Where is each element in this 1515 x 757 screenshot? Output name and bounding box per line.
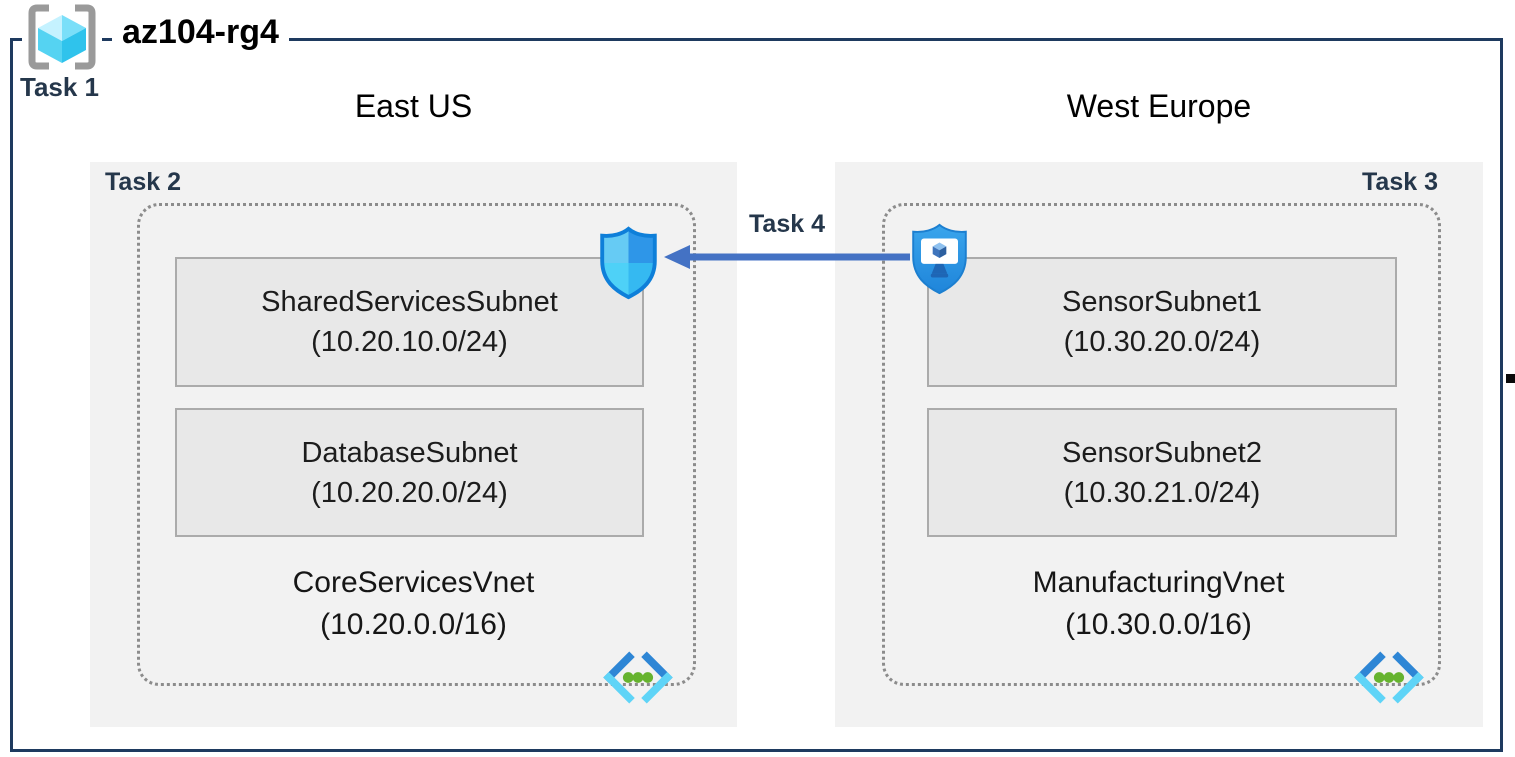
resource-group-title: az104-rg4: [112, 10, 289, 60]
edge-dash-mark: [1506, 374, 1515, 383]
task2-label: Task 2: [105, 168, 181, 196]
task1-label: Task 1: [20, 72, 100, 102]
subnet-name: SensorSubnet1: [1062, 286, 1262, 318]
virtual-network-icon: [603, 651, 673, 704]
resource-group-border: [10, 38, 1503, 752]
subnet-cidr: (10.30.21.0/24): [1063, 476, 1261, 509]
region-title-east-us: East US: [354, 88, 473, 124]
vnet-cidr: (10.30.0.0/16): [1065, 608, 1252, 641]
shielded-vm-icon: [912, 223, 967, 295]
vnet-label-coreservices: CoreServicesVnet (10.20.0.0/16): [137, 562, 690, 646]
subnet-cidr: (10.20.10.0/24): [311, 326, 508, 358]
defender-shield-icon: [600, 226, 657, 300]
vnet-name: ManufacturingVnet: [1032, 566, 1285, 599]
vnet-boundary-coreservices: [137, 203, 696, 686]
resource-group-icon: [22, 2, 102, 72]
subnet-cidr: (10.30.20.0/24): [1063, 326, 1261, 358]
subnet-sensor1: SensorSubnet1 (10.30.20.0/24): [927, 257, 1397, 387]
vnet-cidr: (10.20.0.0/16): [320, 608, 507, 641]
subnet-cidr: (10.20.20.0/24): [311, 476, 508, 509]
subnet-name: SensorSubnet2: [1062, 436, 1262, 469]
subnet-sharedservices: SharedServicesSubnet (10.20.10.0/24): [175, 257, 644, 387]
vnet-name: CoreServicesVnet: [292, 566, 535, 599]
subnet-database: DatabaseSubnet (10.20.20.0/24): [175, 408, 644, 537]
vnet-label-manufacturing: ManufacturingVnet (10.30.0.0/16): [882, 562, 1435, 646]
subnet-sensor2: SensorSubnet2 (10.30.21.0/24): [927, 408, 1397, 537]
vnet-boundary-manufacturing: [882, 203, 1441, 686]
region-title-west-europe: West Europe: [1066, 88, 1252, 124]
subnet-name: DatabaseSubnet: [301, 436, 518, 469]
virtual-network-icon: [1354, 651, 1424, 704]
subnet-name: SharedServicesSubnet: [261, 286, 558, 318]
task3-label: Task 3: [1362, 168, 1438, 196]
peering-arrow: [664, 245, 910, 269]
task4-label: Task 4: [749, 210, 825, 238]
